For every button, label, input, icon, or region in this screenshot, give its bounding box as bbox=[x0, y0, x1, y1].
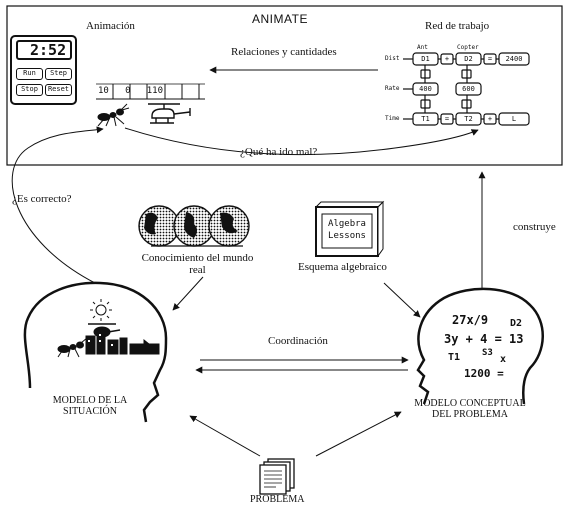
coordination-label: Coordinación bbox=[268, 335, 328, 347]
algebra-to-conceptual-arrow bbox=[383, 282, 421, 318]
net-op-plus-2: + bbox=[487, 115, 493, 123]
situation-model-label: MODELO DE LA SITUACIÓN bbox=[40, 395, 140, 417]
run-button: Run bbox=[16, 68, 43, 80]
equation-x: x bbox=[500, 354, 507, 365]
problem-to-conceptual-arrow bbox=[315, 411, 402, 457]
book-title-line2: Lessons bbox=[328, 231, 366, 241]
knowledge-label-line2: real bbox=[189, 264, 206, 276]
algebra-schema-label: Esquema algebraico bbox=[298, 261, 387, 273]
what-went-wrong-label: ¿Qué ha ido mal? bbox=[240, 146, 318, 158]
knowledge-label-line1: Conocimiento del mundo bbox=[141, 252, 254, 264]
knowledge-to-situation-arrow bbox=[172, 276, 204, 311]
network-label: Red de trabajo bbox=[425, 20, 490, 32]
knowledge-label: Conocimiento del mundo real bbox=[120, 252, 275, 276]
problem-to-situation-arrow bbox=[189, 415, 261, 457]
city-icon bbox=[85, 329, 160, 355]
reset-button: Reset bbox=[45, 84, 72, 96]
net-op-plus-1: + bbox=[444, 55, 450, 63]
ant-icon bbox=[97, 103, 130, 127]
globes-icon bbox=[138, 205, 250, 247]
animation-label: Animación bbox=[86, 20, 135, 32]
net-node-l: L bbox=[511, 115, 517, 123]
net-node-rate-600: 600 bbox=[462, 85, 475, 93]
network-row-rate: Rate bbox=[385, 85, 400, 92]
is-correct-arrow bbox=[11, 126, 104, 284]
small-ant-icon bbox=[57, 337, 88, 358]
equation-t1: T1 bbox=[448, 352, 461, 363]
equation-s3: S3 bbox=[482, 348, 493, 358]
sun-icon bbox=[90, 299, 112, 321]
situation-model-head bbox=[23, 281, 168, 423]
network-row-time: Time bbox=[385, 115, 400, 122]
net-op-equals-1: = bbox=[487, 55, 493, 63]
equation-fraction: 27x/9 bbox=[452, 313, 489, 327]
problem-label: PROBLEMA bbox=[250, 494, 305, 505]
algebra-book-icon bbox=[314, 200, 385, 258]
net-node-d1: D1 bbox=[421, 55, 430, 63]
step-button: Step bbox=[45, 68, 72, 80]
scale-ruler bbox=[96, 83, 205, 100]
relations-label: Relaciones y cantidades bbox=[231, 46, 337, 58]
net-node-t1: T1 bbox=[421, 115, 430, 123]
scale-ticks: 10 0 110 bbox=[98, 86, 164, 96]
equation-d2: D2 bbox=[510, 318, 523, 329]
stop-button: Stop bbox=[16, 84, 43, 96]
network-header-ant: Ant bbox=[417, 44, 428, 51]
situation-model-line2: SITUACIÓN bbox=[63, 406, 117, 417]
what-went-wrong-arrow bbox=[124, 127, 479, 156]
network-graph bbox=[403, 52, 530, 126]
net-op-equals-2: = bbox=[444, 115, 450, 123]
builds-label: construye bbox=[513, 221, 556, 233]
conceptual-model-line2: DEL PROBLEMA bbox=[431, 409, 509, 420]
equation-1200: 1200 = bbox=[464, 367, 504, 380]
network-header-copter: Copter bbox=[457, 44, 479, 51]
network-row-dist: Dist bbox=[385, 55, 400, 62]
animate-box bbox=[6, 5, 563, 166]
helicopter-icon bbox=[148, 103, 191, 124]
net-node-t2: T2 bbox=[464, 115, 473, 123]
problem-document-icon bbox=[259, 458, 295, 495]
situation-model-line1: MODELO DE LA bbox=[52, 395, 128, 406]
conceptual-model-line1: MODELO CONCEPTUAL bbox=[414, 398, 526, 409]
net-node-2400: 2400 bbox=[505, 55, 523, 63]
equation-linear: 3y + 4 = 13 bbox=[444, 332, 524, 346]
book-title-line1: Algebra bbox=[328, 219, 366, 229]
net-node-d2: D2 bbox=[464, 55, 473, 63]
animate-title: ANIMATE bbox=[252, 12, 308, 26]
conceptual-model-label: MODELO CONCEPTUAL DEL PROBLEMA bbox=[402, 398, 538, 420]
is-correct-label: ¿Es correcto? bbox=[12, 193, 72, 205]
conceptual-model-head bbox=[416, 287, 544, 405]
net-node-rate-400: 400 bbox=[419, 85, 432, 93]
calculator-display: 2:52 bbox=[30, 41, 67, 59]
